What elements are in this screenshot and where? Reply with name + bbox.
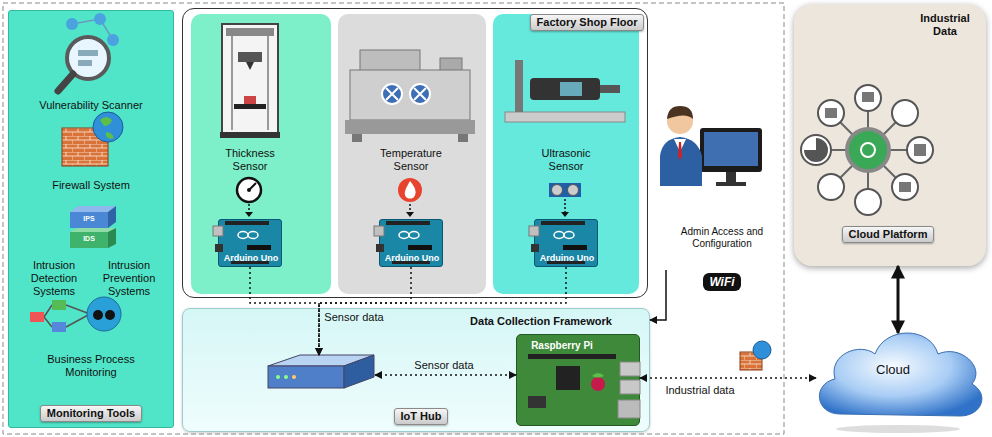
node-label: Ultrasonic Sensor	[526, 147, 606, 173]
sensor-panel: Ultrasonic SensorArduino Uno	[493, 14, 639, 294]
admin-figure	[660, 137, 702, 186]
connector	[897, 266, 900, 333]
section-tab: Monitoring Tools	[40, 405, 142, 422]
admin-figure	[726, 172, 736, 182]
firewall-icon	[740, 352, 762, 370]
raspberry-pi: Raspberry Pi	[516, 334, 640, 426]
node-label: Data Collection Framework	[470, 315, 612, 328]
sensor-panel: Temperature SensorArduino Uno	[338, 14, 486, 294]
connector-label: Industrial data	[663, 384, 736, 397]
node-label: Arduino Uno	[540, 253, 595, 264]
cloud-shadow	[836, 425, 960, 433]
section-tab: Factory Shop Floor	[530, 14, 645, 31]
firewall-icon	[740, 341, 771, 370]
connector	[650, 270, 666, 320]
admin-figure	[660, 106, 762, 186]
shop-floor-panel: Factory Shop FloorThickness SensorArduin…	[182, 8, 648, 298]
node-label: Arduino Uno	[224, 253, 279, 264]
wifi-logo: WiFi	[703, 273, 740, 291]
admin-figure	[678, 142, 682, 160]
admin-figure	[674, 139, 686, 152]
node-label: Intrusion Prevention Systems	[90, 259, 168, 298]
admin-figure	[716, 182, 746, 186]
arduino-board: Arduino Uno	[218, 219, 282, 267]
firewall-icon	[753, 341, 771, 359]
node-label: Intrusion Detection Systems	[15, 259, 93, 298]
connector-label: Sensor data	[322, 311, 385, 324]
icon-label: IPS	[83, 215, 94, 223]
connector	[640, 377, 816, 379]
node-label: Admin Access and Configuration	[672, 226, 772, 250]
node-label: Temperature Sensor	[366, 147, 456, 173]
admin-figure	[704, 132, 758, 166]
icon-label: IDS	[83, 235, 95, 243]
section-tab: Cloud Platform	[842, 226, 935, 243]
node-label: Arduino Uno	[385, 253, 440, 264]
sensor-panel: Thickness SensorArduino Uno	[191, 14, 331, 294]
arduino-board: Arduino Uno	[534, 219, 598, 267]
node-label: Business Process Monitoring	[31, 353, 151, 379]
boundary	[3, 3, 784, 434]
node-label: Vulnerability Scanner	[16, 99, 166, 112]
admin-station: Admin Access and Configuration	[655, 92, 787, 270]
platform-panel: Industrial DataCloud Platform	[794, 4, 986, 266]
arduino-board: Arduino Uno	[379, 219, 443, 267]
node-label: Industrial Data	[910, 12, 980, 38]
admin-figure	[700, 128, 762, 172]
node-label: Thickness Sensor	[210, 147, 290, 173]
node-label: Cloud	[876, 362, 910, 377]
node-label: Firewall System	[16, 179, 166, 192]
cloud-shape: Cloud	[810, 322, 986, 422]
cloud-outline	[819, 333, 982, 416]
iot-hub: IoT Hub	[263, 355, 375, 397]
admin-figure	[667, 106, 693, 119]
section-tab: IoT Hub	[394, 408, 449, 425]
node-label: Raspberry Pi	[531, 340, 593, 352]
admin-figure	[667, 108, 693, 134]
connector-label: Sensor data	[412, 359, 475, 372]
